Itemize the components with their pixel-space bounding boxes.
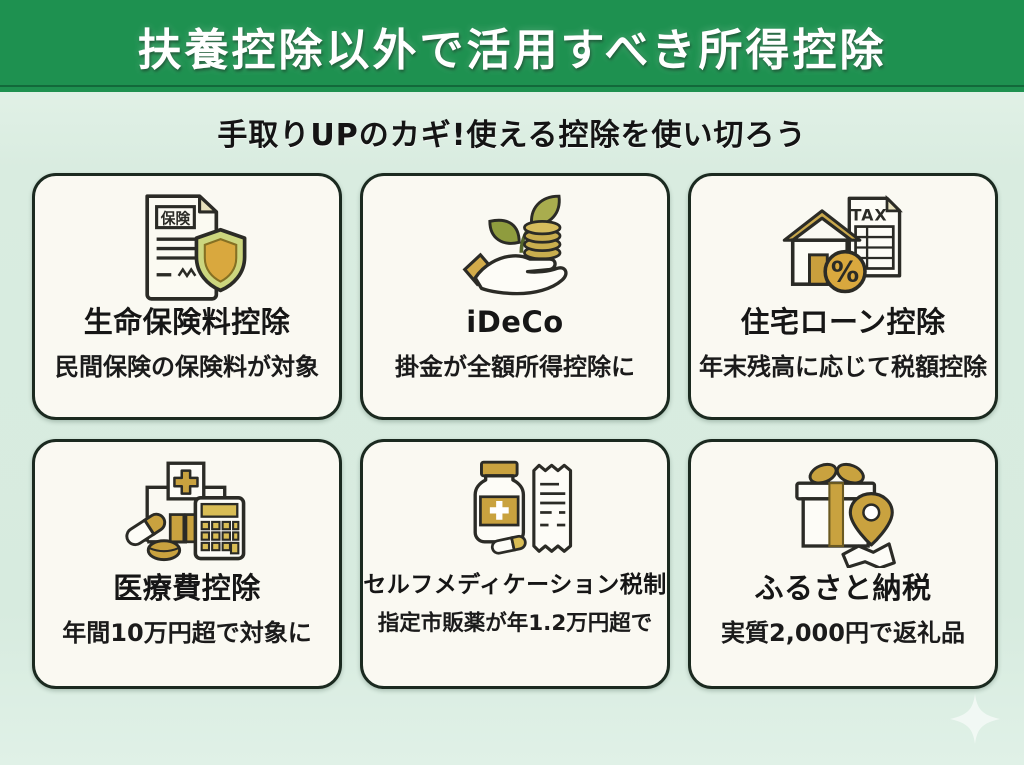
card-housing-loan-deduction: TAX % 住宅ローン控除 年末残高に応じて税額控除 (688, 173, 998, 420)
card-title: セルフメディケーション税制 (363, 572, 667, 598)
card-title: 医療費控除 (113, 571, 261, 605)
card-title: 住宅ローン控除 (740, 305, 946, 339)
insurance-document-shield-icon: 保険 (123, 188, 251, 306)
card-title: iDeCo (466, 305, 564, 339)
card-medical-expense-deduction: 医療費控除 年間10万円超で対象に (32, 439, 342, 689)
card-title: 生命保険料控除 (83, 305, 291, 339)
svg-text:%: % (831, 256, 859, 289)
card-subtitle: 年末残高に応じて税額控除 (699, 353, 987, 382)
header-banner: 扶養控除以外で活用すべき所得控除 (0, 0, 1024, 92)
hand-coins-sprout-icon (451, 188, 579, 306)
card-subtitle: 掛金が全額所得控除に (395, 353, 635, 382)
medicine-bottle-receipt-icon (451, 454, 579, 572)
banner-bottom-stripe (0, 85, 1024, 87)
card-subtitle: 年間10万円超で対象に (62, 619, 312, 648)
card-ideco: iDeCo 掛金が全額所得控除に (360, 173, 670, 420)
card-life-insurance-deduction: 保険 生命保険料控除 民間保険の保険料が対象 (32, 173, 342, 420)
svg-text:保険: 保険 (160, 209, 191, 227)
svg-text:TAX: TAX (851, 205, 888, 224)
card-subtitle: 民間保険の保険料が対象 (55, 353, 319, 382)
gift-map-pin-icon (777, 454, 909, 572)
page-title: 扶養控除以外で活用すべき所得控除 (137, 25, 887, 76)
page-subtitle: 手取りUPのカギ!使える控除を使い切ろう (217, 118, 807, 153)
card-self-medication-tax: セルフメディケーション税制 指定市販薬が年1.2万円超で (360, 439, 670, 689)
deduction-card-grid: 保険 生命保険料控除 民間保険の保険料が対象 (32, 173, 998, 689)
card-title: ふるさと納税 (754, 571, 932, 605)
house-tax-percent-icon: TAX % (777, 188, 909, 306)
sparkle-icon (950, 694, 1000, 744)
card-subtitle: 指定市販薬が年1.2万円超で (377, 611, 653, 637)
card-furusato-tax: ふるさと納税 実質2,000円で返礼品 (688, 439, 998, 689)
card-subtitle: 実質2,000円で返礼品 (721, 619, 965, 648)
hospital-pills-calculator-icon (121, 454, 253, 572)
